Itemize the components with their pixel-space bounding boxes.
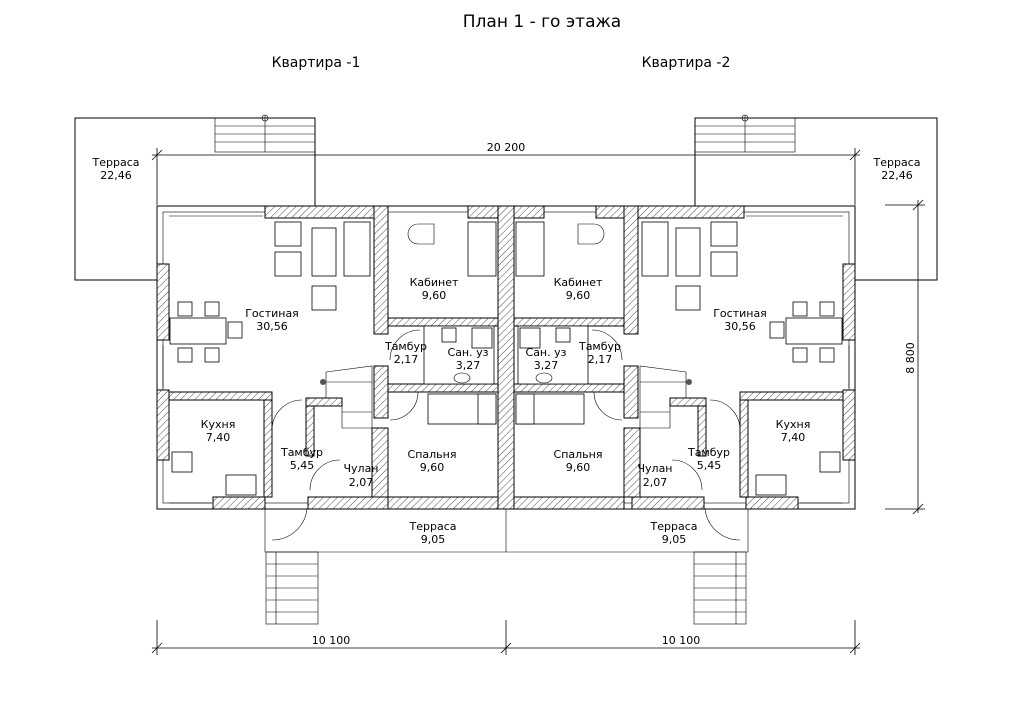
apartment-2-label: Квартира -2 (642, 55, 731, 71)
room-name: Спальня (408, 448, 457, 461)
study-furniture (407, 221, 605, 277)
room-name: Сан. уз (448, 346, 489, 359)
room-area: 2,17 (588, 353, 613, 366)
dimension-depth (885, 199, 925, 515)
room-name: Чулан (343, 462, 378, 475)
room-area: 9,60 (420, 461, 445, 474)
bedroom-furniture (427, 393, 585, 425)
room-name: Терраса (873, 156, 921, 169)
living-left-furniture (169, 221, 371, 363)
interior-stairs (320, 365, 692, 429)
room-name: Гостиная (245, 307, 299, 320)
dimension-halves (151, 620, 861, 655)
dimension-depth-label: 8 800 (904, 342, 917, 374)
room-name: Кухня (776, 418, 811, 431)
room-area: 9,05 (662, 533, 687, 546)
room-area: 30,56 (724, 320, 756, 333)
room-name: Кухня (201, 418, 236, 431)
room-name: Спальня (554, 448, 603, 461)
room-name: Гостиная (713, 307, 767, 320)
interior-walls (168, 205, 844, 510)
front-steps-right (693, 551, 747, 625)
windows (162, 215, 850, 504)
room-labels: Терраса 22,46 Терраса 22,46 Гостиная 30,… (92, 156, 921, 546)
front-terrace (264, 509, 749, 553)
dimension-total-width-label: 20 200 (487, 141, 526, 154)
room-area: 2,07 (643, 476, 668, 489)
living-right-furniture (641, 221, 843, 363)
room-area: 22,46 (881, 169, 913, 182)
room-area: 7,40 (781, 431, 806, 444)
steps-top-right (694, 114, 796, 153)
room-name: Чулан (637, 462, 672, 475)
kitchen-appliances (171, 451, 841, 496)
room-area: 9,60 (422, 289, 447, 302)
room-area: 30,56 (256, 320, 288, 333)
dimension-total-width (151, 148, 861, 205)
steps-top-left (214, 114, 316, 153)
room-area: 2,17 (394, 353, 419, 366)
room-area: 2,07 (349, 476, 374, 489)
room-name: Тамбур (384, 340, 427, 353)
door-swings (271, 329, 741, 541)
room-name: Тамбур (280, 446, 323, 459)
room-name: Сан. уз (526, 346, 567, 359)
room-name: Кабинет (554, 276, 603, 289)
room-name: Тамбур (578, 340, 621, 353)
room-area: 9,60 (566, 461, 591, 474)
exterior-walls (156, 205, 856, 510)
apartment-1-label: Квартира -1 (272, 55, 361, 71)
room-area: 7,40 (206, 431, 231, 444)
room-name: Терраса (650, 520, 698, 533)
room-area: 5,45 (290, 459, 315, 472)
room-area: 22,46 (100, 169, 132, 182)
room-area: 9,60 (566, 289, 591, 302)
room-area: 3,27 (456, 359, 481, 372)
dimension-right-half-label: 10 100 (662, 634, 701, 647)
plan-title: План 1 - го этажа (463, 12, 621, 32)
room-area: 9,05 (421, 533, 446, 546)
front-steps-left (265, 551, 319, 625)
room-name: Тамбур (687, 446, 730, 459)
dimension-left-half-label: 10 100 (312, 634, 351, 647)
bathroom-fixtures (423, 325, 589, 385)
room-name: Кабинет (410, 276, 459, 289)
room-area: 3,27 (534, 359, 559, 372)
room-name: Терраса (409, 520, 457, 533)
room-name: Терраса (92, 156, 140, 169)
room-area: 5,45 (697, 459, 722, 472)
